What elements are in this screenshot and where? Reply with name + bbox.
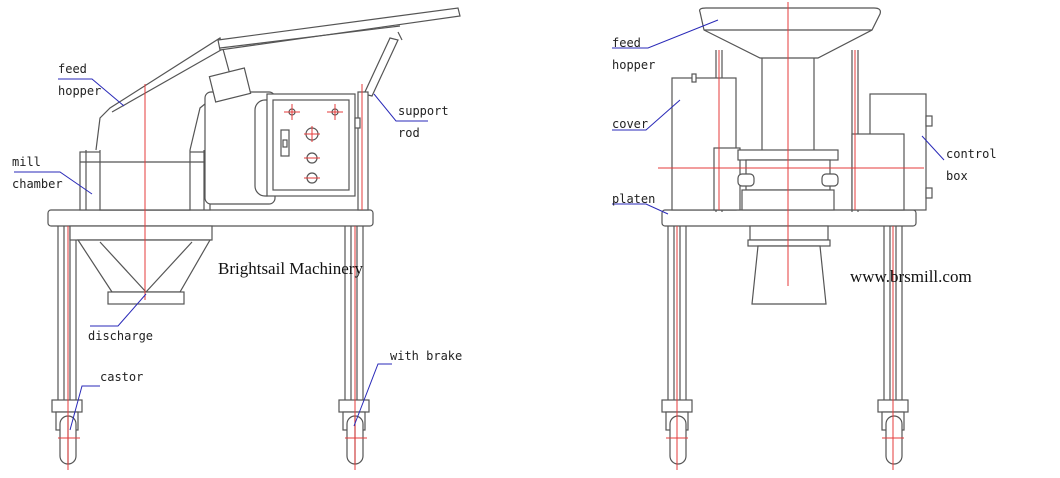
castor-label: castor xyxy=(100,370,143,384)
feed-hopper xyxy=(95,37,233,151)
right-view-feed-hopper xyxy=(699,7,881,59)
feed-hopper-label-line1: feed xyxy=(58,62,87,76)
left-view-leaders xyxy=(14,78,428,431)
cover-label: cover xyxy=(612,117,648,131)
right-view-discharge xyxy=(747,225,831,305)
support-rod-label-line2: rod xyxy=(398,126,420,140)
mill-chamber-label-line2: chamber xyxy=(12,177,63,191)
left-view-legs xyxy=(57,224,364,404)
right-view-centerlines xyxy=(658,2,924,470)
right-view-leaders xyxy=(612,19,945,215)
platen-label: platen xyxy=(612,192,655,206)
motor xyxy=(204,67,278,205)
feed-hopper-label-line2: hopper xyxy=(58,84,101,98)
right-feed-hopper-label-line2: hopper xyxy=(612,58,655,72)
website-url: www.brsmill.com xyxy=(850,267,972,286)
control-box-label-line1: control xyxy=(946,147,997,161)
discharge-cone xyxy=(69,225,213,305)
support-rod xyxy=(357,31,403,211)
right-castor-wheel-with-brake xyxy=(338,399,370,465)
right-feed-hopper-label-line1: feed xyxy=(612,36,641,50)
platen xyxy=(661,209,917,227)
support-rod-label-line1: support xyxy=(398,104,449,118)
left-view-control-box xyxy=(266,93,361,197)
left-machine: feed hopper mill chamber support rod dis… xyxy=(12,7,462,470)
cover xyxy=(671,73,741,211)
mill-chamber-label-line1: mill xyxy=(12,155,41,169)
feed-tray xyxy=(217,7,461,51)
brand-name: Brightsail Machinery xyxy=(218,259,363,278)
left-view-centerlines xyxy=(58,84,367,470)
left-castor-wheel xyxy=(51,399,83,465)
right-machine: feed hopper cover platen control box www… xyxy=(612,2,997,470)
control-box-label-line2: box xyxy=(946,169,968,183)
with-brake-label: with brake xyxy=(390,349,462,363)
left-view-base-plate xyxy=(47,209,374,227)
control-box xyxy=(851,93,933,211)
discharge-label: discharge xyxy=(88,329,153,343)
